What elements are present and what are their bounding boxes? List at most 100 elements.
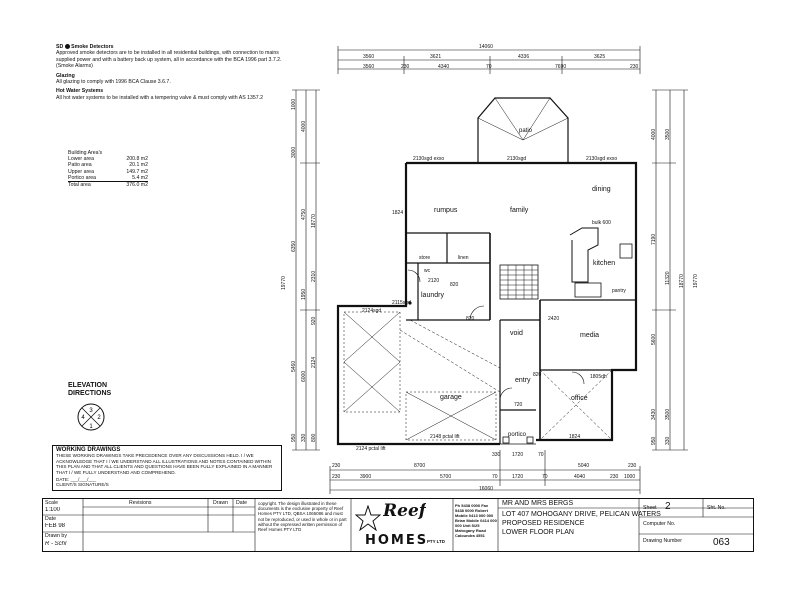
dim-top: 230 <box>630 64 639 70</box>
area-label: Upper area <box>68 168 94 175</box>
elevation-title-1: ELEVATION <box>68 382 108 389</box>
stair-dimension: 2420 <box>548 316 560 322</box>
area-row-portico: Portico area 5.4 m2 <box>68 175 148 181</box>
dim-bottom: 230 <box>332 474 341 480</box>
dim-bottom: 3900 <box>360 474 372 480</box>
room-kitchen: kitchen <box>593 260 616 267</box>
dim-bottom-overall: 16060 <box>479 486 493 492</box>
dim-left: 5460 <box>291 360 297 372</box>
drawn-column: Drawn <box>213 500 228 506</box>
area-value: 149.7 m2 <box>126 168 148 175</box>
area-label: Portico area <box>68 174 96 181</box>
scale-label: Scale <box>45 500 58 506</box>
dim-top: 3625 <box>594 54 606 60</box>
dim-right: 3500 <box>665 128 671 140</box>
hot-water-text: All hot water systems to be installed wi… <box>56 94 264 101</box>
dim-top-overall: 14060 <box>479 44 493 50</box>
room-garage: garage <box>440 394 462 401</box>
drawing-value: 063 <box>713 537 730 548</box>
drawn-by-label: Drawn by <box>45 533 67 539</box>
area-label: Patio area <box>68 162 92 169</box>
area-row-patio: Patio area 20.1 m2 <box>68 162 148 168</box>
notes-block: SD Smoke Detectors Approved smoke detect… <box>56 44 296 104</box>
copyright-text: copyright. The design illustrated in the… <box>258 501 347 533</box>
dim-top: 3560 <box>363 54 375 60</box>
dim-right: 7190 <box>651 233 657 245</box>
elevation-number-3: 3 <box>89 408 93 414</box>
sheet-name: LOWER FLOOR PLAN <box>502 529 574 536</box>
dim-bottom: 5700 <box>440 474 452 480</box>
drawn-by-value: R - Schr <box>45 541 68 547</box>
dim-left: 2310 <box>311 270 317 282</box>
window-label: 2130sgd exxo <box>586 156 618 162</box>
sheets-label: Sht. No. <box>707 505 726 511</box>
dim-bottom: 230 <box>610 474 619 480</box>
client-name: MR AND MRS BERGS <box>502 500 574 507</box>
dim-top: 4336 <box>518 54 530 60</box>
working-drawings-signature: CLIENT/S SIGNATURE/S <box>56 482 109 488</box>
window-label: 1805dh <box>590 374 607 380</box>
dim-left: 1950 <box>301 288 307 300</box>
room-pantry: pantry <box>612 288 626 294</box>
room-linen: linen <box>458 255 469 261</box>
area-label: Lower area <box>68 156 94 163</box>
elevation-title-2: DIRECTIONS <box>68 390 112 397</box>
dim-top: 4340 <box>438 64 450 70</box>
window-label: 2130sgd <box>507 156 527 162</box>
scale-value: 1:100 <box>45 507 61 513</box>
dim-right: 3430 <box>651 408 657 420</box>
dim-right: 11320 <box>665 271 671 285</box>
area-row-upper: Upper area 149.7 m2 <box>68 169 148 175</box>
contact-details: Ph 5438 0000 Fax 5438 0000 Robert Mobile… <box>455 503 497 538</box>
room-patio: patio <box>519 128 533 134</box>
area-value: 5.4 m2 <box>132 174 148 181</box>
elevation-directions: ELEVATION DIRECTIONS <box>68 382 111 398</box>
dim-left: 1000 <box>291 98 297 110</box>
dim-left: 2124 <box>311 356 317 368</box>
room-void: void <box>510 330 523 337</box>
dim-left: 6350 <box>291 240 297 252</box>
window-label: 2124 pctal lift <box>356 446 386 452</box>
dim-left: 6000 <box>301 370 307 382</box>
building-area-title: Building Area's <box>68 150 103 156</box>
area-value: 376.0 m2 <box>126 182 148 189</box>
area-value: 20.1 m2 <box>129 162 148 169</box>
door-label: 820 <box>533 372 542 378</box>
door-label: 820 <box>450 282 459 288</box>
dim-bottom: 230 <box>628 463 637 469</box>
computer-label: Computer No. <box>643 521 676 527</box>
lot-address: LOT 407 MOHOGANY DRIVE, PELICAN WATERS <box>502 511 661 518</box>
dim-left: 4000 <box>301 120 307 132</box>
reef-star-logo-icon <box>355 505 381 531</box>
elevation-number-2: 2 <box>97 415 101 421</box>
dim-bottom: 4040 <box>574 474 586 480</box>
dim-left: 950 <box>291 433 297 442</box>
room-wc: wc <box>424 268 431 274</box>
dim-left: 800 <box>311 433 317 442</box>
area-label: Total area <box>68 182 91 189</box>
elevation-number-4: 4 <box>81 415 85 421</box>
glazing-text: All glazing to comply with 1996 BCA Clau… <box>56 79 171 86</box>
logo-pty-ltd: PTY LTD <box>427 539 445 544</box>
elevation-compass-icon: 3 4 2 1 <box>77 403 105 431</box>
title-block: Scale 1:100 Date FEB 98 Drawn by R - Sch… <box>42 498 754 552</box>
window-label: 1824 <box>569 434 581 440</box>
room-office: office <box>571 395 588 402</box>
bulkhead-label: bulk 600 <box>592 220 611 226</box>
window-label: 2124sgd <box>362 308 382 314</box>
dim-right: 3500 <box>665 408 671 420</box>
project-name: PROPOSED RESIDENCE <box>502 520 585 527</box>
side-dimension: 1824 <box>392 210 404 216</box>
door-label: 720 <box>514 402 523 408</box>
dim-bottom: 5040 <box>578 463 590 469</box>
room-dining: dining <box>592 186 611 193</box>
dim-left: 3000 <box>291 146 297 158</box>
door-label: 820 <box>466 316 475 322</box>
door-label: 2120 <box>428 278 440 284</box>
dim-right: 5600 <box>651 333 657 345</box>
working-drawings-date: DATE: ___/___/___ <box>56 477 97 483</box>
dim-bottom: 1720 <box>512 452 524 458</box>
dim-right: 950 <box>651 436 657 445</box>
